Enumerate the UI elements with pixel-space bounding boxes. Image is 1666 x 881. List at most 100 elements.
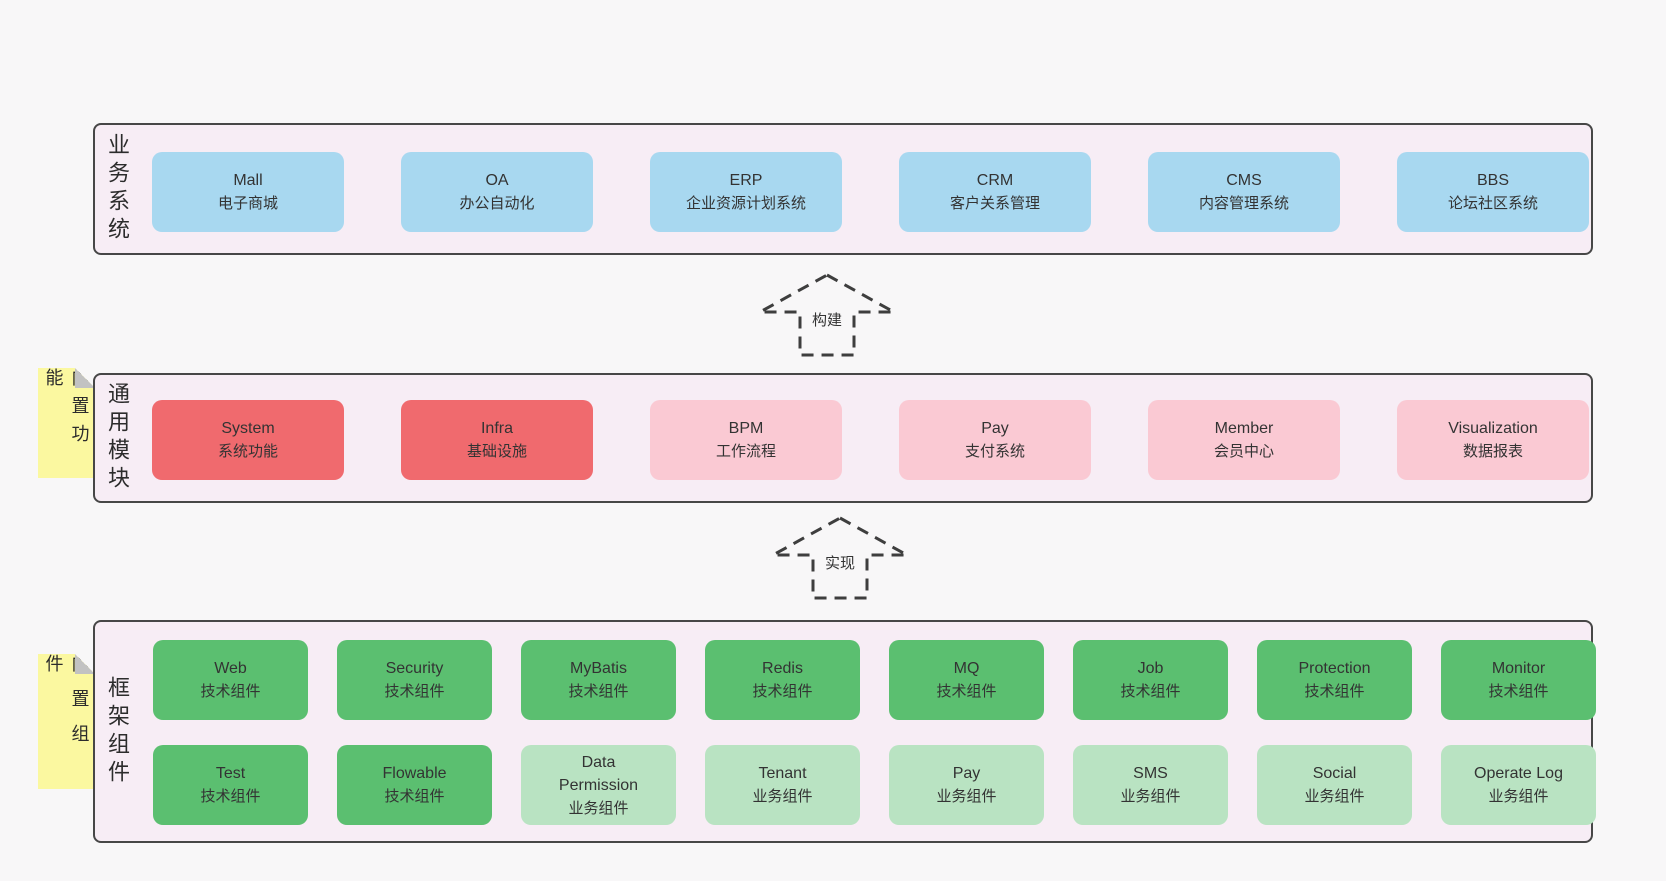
box-subtitle: 工作流程 bbox=[715, 443, 776, 460]
component-box: SMS 业务组件 bbox=[1073, 745, 1228, 825]
component-box: Operate Log 业务组件 bbox=[1441, 745, 1596, 825]
box-subtitle: 数据报表 bbox=[1462, 443, 1523, 460]
box-subtitle: 会员中心 bbox=[1213, 443, 1274, 460]
box-subtitle: 技术组件 bbox=[1304, 683, 1365, 700]
component-box: Security 技术组件 bbox=[337, 640, 492, 720]
box-title: Operate Log bbox=[1474, 765, 1563, 782]
box-title: Data Permission bbox=[558, 753, 639, 794]
system-box: ERP 企业资源计划系统 bbox=[650, 152, 842, 232]
box-title: Infra bbox=[480, 420, 513, 437]
box-subtitle: 内容管理系统 bbox=[1198, 195, 1289, 212]
box-subtitle: 技术组件 bbox=[200, 683, 261, 700]
box-title: Protection bbox=[1298, 660, 1371, 677]
box-title: Monitor bbox=[1491, 660, 1546, 677]
box-title: System bbox=[221, 420, 275, 437]
box-subtitle: 基础设施 bbox=[466, 443, 527, 460]
box-subtitle: 系统功能 bbox=[217, 443, 278, 460]
system-box: BBS 论坛社区系统 bbox=[1397, 152, 1589, 232]
box-title: Security bbox=[385, 660, 444, 677]
band-framework-components: 框架组件 Web 技术组件 Security 技术组件 MyBatis 技术组件… bbox=[93, 620, 1596, 843]
box-subtitle: 电子商城 bbox=[217, 195, 278, 212]
component-box: Flowable 技术组件 bbox=[337, 745, 492, 825]
box-subtitle: 业务组件 bbox=[752, 788, 813, 805]
folded-corner-icon bbox=[75, 368, 95, 388]
box-subtitle: 论坛社区系统 bbox=[1447, 195, 1538, 212]
box-subtitle: 技术组件 bbox=[200, 788, 261, 805]
box-subtitle: 技术组件 bbox=[752, 683, 813, 700]
box-subtitle: 技术组件 bbox=[1488, 683, 1549, 700]
box-title: MQ bbox=[953, 660, 980, 677]
box-title: CMS bbox=[1226, 172, 1262, 189]
box-title: CRM bbox=[976, 172, 1014, 189]
band-label-common-modules: 通用模块 bbox=[105, 382, 130, 494]
box-subtitle: 办公自动化 bbox=[459, 195, 535, 212]
band-label-framework-components: 框架组件 bbox=[105, 675, 130, 788]
band-common-modules: 通用模块 System 系统功能 Infra 基础设施 BPM 工作流程 Pay… bbox=[93, 373, 1593, 503]
box-title: OA bbox=[485, 172, 509, 189]
box-title: Pay bbox=[952, 765, 981, 782]
box-subtitle: 技术组件 bbox=[1120, 683, 1181, 700]
box-subtitle: 业务组件 bbox=[1304, 788, 1365, 805]
component-box: Data Permission 业务组件 bbox=[521, 745, 676, 825]
component-box: Job 技术组件 bbox=[1073, 640, 1228, 720]
box-subtitle: 业务组件 bbox=[1120, 788, 1181, 805]
module-box: Pay 支付系统 bbox=[899, 400, 1091, 480]
component-box: Redis 技术组件 bbox=[705, 640, 860, 720]
box-subtitle: 技术组件 bbox=[384, 683, 445, 700]
system-box: Mall 电子商城 bbox=[152, 152, 344, 232]
component-box: Test 技术组件 bbox=[153, 745, 308, 825]
box-title: Flowable bbox=[382, 765, 447, 782]
box-subtitle: 客户关系管理 bbox=[949, 195, 1040, 212]
dashed-up-arrow-icon bbox=[759, 273, 895, 357]
box-title: SMS bbox=[1133, 765, 1168, 782]
implement-arrow-label: 实现 bbox=[821, 552, 859, 573]
module-box: Infra 基础设施 bbox=[401, 400, 593, 480]
business-system-boxes: Mall 电子商城 OA 办公自动化 ERP 企业资源计划系统 CRM 客户关系… bbox=[152, 152, 1589, 232]
box-title: Test bbox=[215, 765, 246, 782]
box-subtitle: 业务组件 bbox=[936, 788, 997, 805]
band-label-business-systems: 业务系统 bbox=[105, 133, 130, 245]
dashed-up-arrow-icon bbox=[772, 516, 908, 600]
box-subtitle: 企业资源计划系统 bbox=[685, 195, 806, 212]
component-box: Pay 业务组件 bbox=[889, 745, 1044, 825]
box-title: Visualization bbox=[1448, 420, 1538, 437]
framework-component-boxes-row2: Test 技术组件 Flowable 技术组件 Data Permission … bbox=[153, 745, 1596, 825]
box-title: BBS bbox=[1476, 172, 1509, 189]
box-subtitle: 支付系统 bbox=[964, 443, 1025, 460]
box-title: BPM bbox=[728, 420, 764, 437]
box-subtitle: 技术组件 bbox=[384, 788, 445, 805]
sticky-note-builtin-features: 内置功能 bbox=[38, 368, 95, 478]
system-box: OA 办公自动化 bbox=[401, 152, 593, 232]
system-box: CMS 内容管理系统 bbox=[1148, 152, 1340, 232]
build-arrow-label: 构建 bbox=[808, 309, 846, 330]
build-arrow: 构建 bbox=[757, 273, 897, 357]
component-box: Tenant 业务组件 bbox=[705, 745, 860, 825]
box-title: Social bbox=[1312, 765, 1357, 782]
module-box: System 系统功能 bbox=[152, 400, 344, 480]
module-box: BPM 工作流程 bbox=[650, 400, 842, 480]
box-title: MyBatis bbox=[570, 660, 627, 677]
box-subtitle: 业务组件 bbox=[1488, 788, 1549, 805]
component-box: MyBatis 技术组件 bbox=[521, 640, 676, 720]
box-subtitle: 技术组件 bbox=[936, 683, 997, 700]
system-box: CRM 客户关系管理 bbox=[899, 152, 1091, 232]
folded-corner-icon bbox=[75, 654, 95, 674]
box-subtitle: 技术组件 bbox=[568, 683, 629, 700]
box-title: Mall bbox=[233, 172, 263, 189]
component-box: MQ 技术组件 bbox=[889, 640, 1044, 720]
sticky-note-label: 内置组件 bbox=[43, 654, 90, 759]
box-title: Web bbox=[214, 660, 247, 677]
box-title: Tenant bbox=[758, 765, 807, 782]
box-title: ERP bbox=[729, 172, 763, 189]
box-title: Redis bbox=[762, 660, 803, 677]
module-box: Visualization 数据报表 bbox=[1397, 400, 1589, 480]
box-title: Job bbox=[1137, 660, 1164, 677]
sticky-note-builtin-components: 内置组件 bbox=[38, 654, 95, 789]
framework-component-boxes-row1: Web 技术组件 Security 技术组件 MyBatis 技术组件 Redi… bbox=[153, 640, 1596, 720]
component-box: Protection 技术组件 bbox=[1257, 640, 1412, 720]
component-box: Monitor 技术组件 bbox=[1441, 640, 1596, 720]
component-box: Web 技术组件 bbox=[153, 640, 308, 720]
sticky-note-label: 内置功能 bbox=[43, 368, 90, 452]
box-title: Pay bbox=[981, 420, 1009, 437]
